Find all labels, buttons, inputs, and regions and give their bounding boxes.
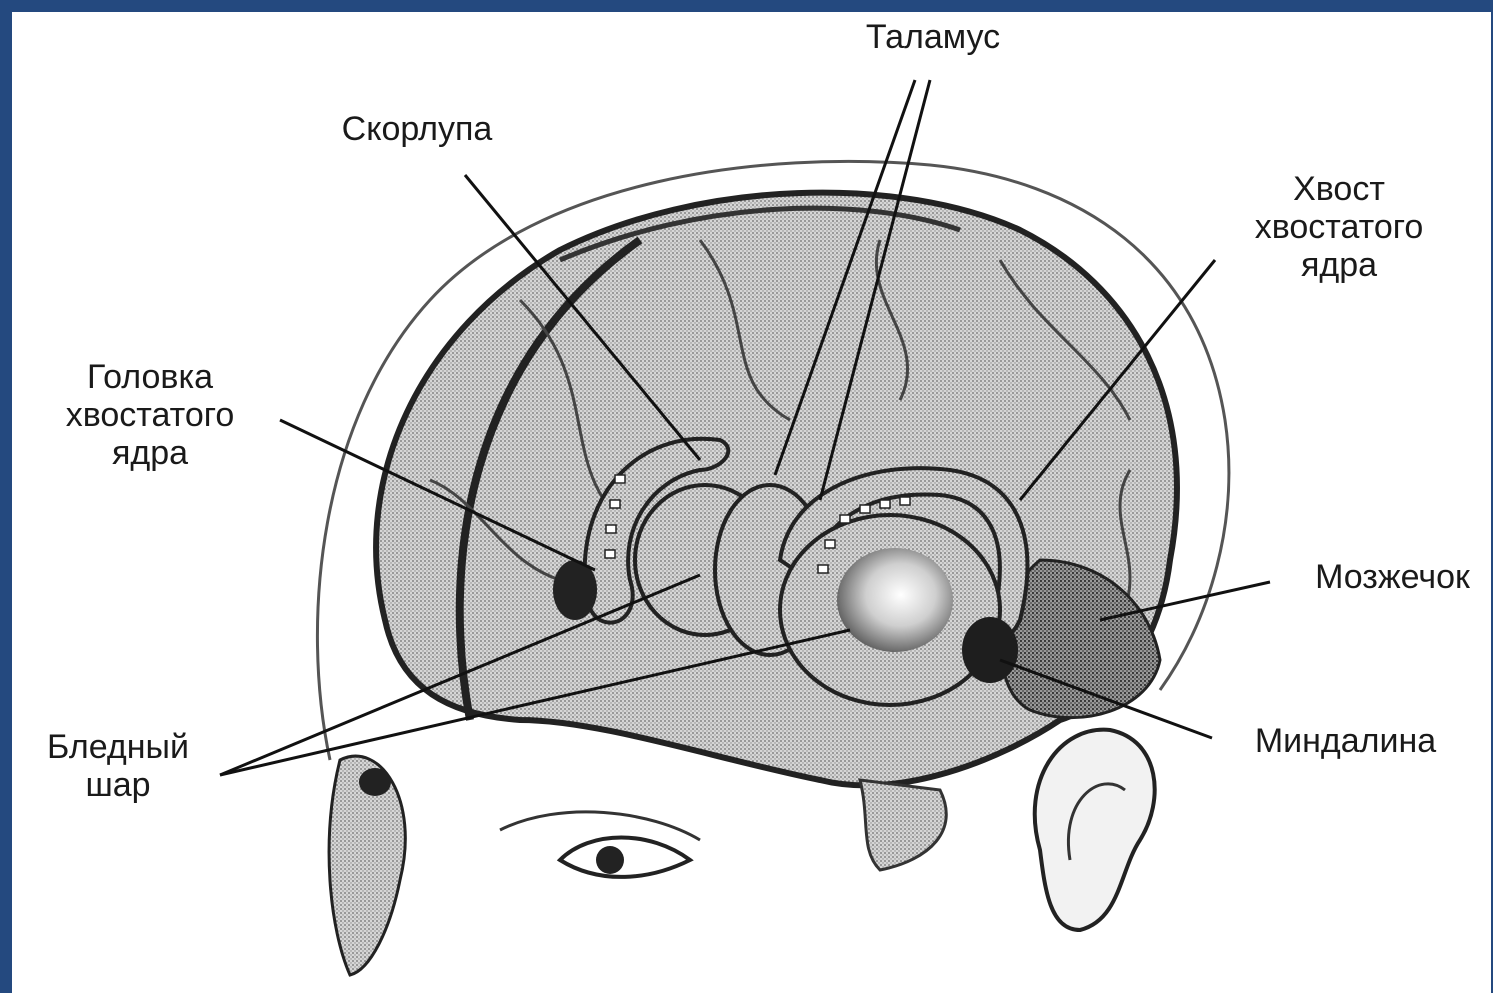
label-caudate-tail-line1: Хвост [1225,170,1453,208]
label-caudate-head-line2: хвостатого [40,396,260,434]
label-globus-pallidus: Бледный шар [28,728,208,804]
label-caudate-head-line1: Головка [40,358,260,396]
eye-shape [560,838,690,877]
label-putamen: Скорлупа [308,110,526,148]
label-globus-pallidus-line2: шар [28,766,208,804]
label-amygdala: Миндалина [1228,722,1463,760]
label-caudate-tail-line2: хвостатого [1225,208,1453,246]
amygdala-shape [962,617,1018,683]
label-globus-pallidus-line1: Бледный [28,728,208,766]
label-thalamus: Таламус [838,18,1028,56]
label-caudate-head: Головка хвостатого ядра [40,358,260,472]
label-caudate-tail-line3: ядра [1225,246,1453,284]
ear-shape [1035,730,1155,930]
label-caudate-tail: Хвост хвостатого ядра [1225,170,1453,284]
label-cerebellum: Мозжечок [1295,558,1490,596]
illustration-canvas [12,12,1491,993]
brain-illustration [12,12,1491,993]
label-caudate-head-line3: ядра [40,434,260,472]
